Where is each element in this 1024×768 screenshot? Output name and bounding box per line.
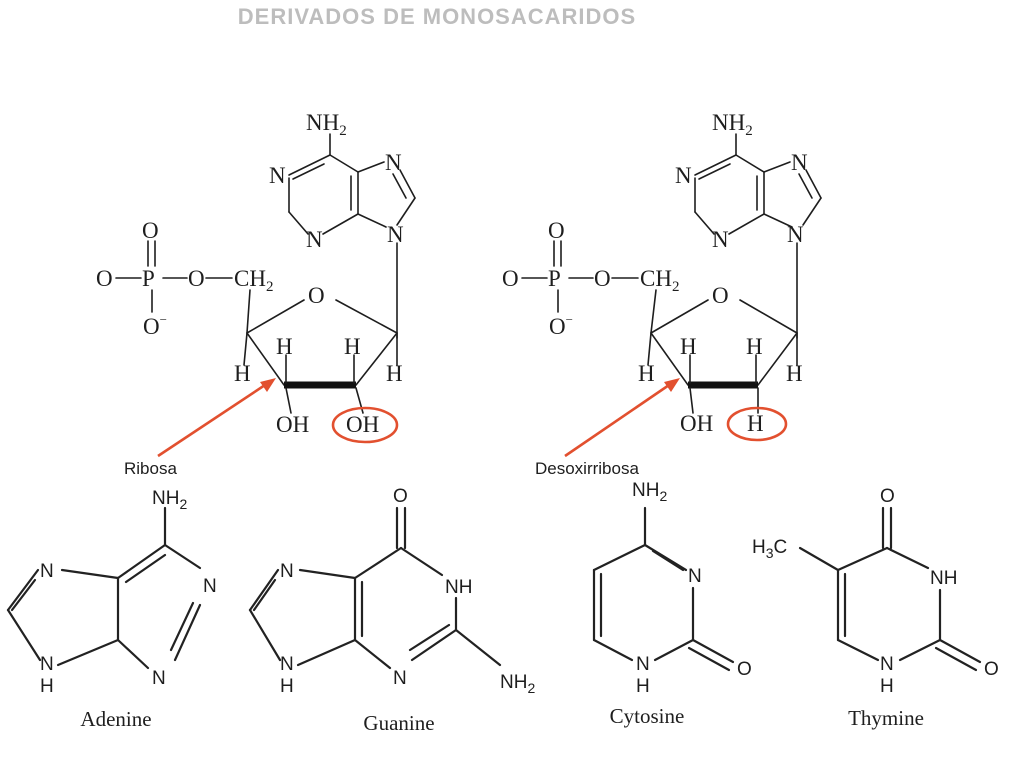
c3-h-label: H: [276, 334, 293, 359]
phosphate-bonds: [115, 240, 233, 313]
phosphate-bonds-2: [521, 240, 639, 313]
n3-label-2: N: [712, 227, 729, 252]
phosphate-anion-label: O−: [143, 312, 167, 339]
ester-oxygen-label: O: [188, 266, 205, 291]
n1-label-2: N: [675, 163, 692, 188]
phosphorus-label: P: [142, 266, 155, 291]
n1-label: N: [269, 163, 286, 188]
amino-group-label-2: NH2: [712, 110, 753, 139]
guanine-n9-h-label: H: [280, 676, 294, 697]
phosphate-oxygen-label: O: [96, 266, 113, 291]
adenine-n9-h-label: H: [40, 676, 54, 697]
adenine-ring-bonds-2: [694, 133, 822, 235]
ring-oxygen-label: O: [308, 283, 325, 308]
thymine-n3h-label: NH: [930, 568, 957, 589]
thymine-o2-label: O: [984, 659, 999, 680]
c2-hydroxyl-label: OH: [346, 412, 379, 437]
c4-h-label: H: [234, 361, 251, 386]
adenine-structure: NH2 N N N N H Adenine: [6, 488, 217, 731]
deoxyribose-label: Desoxirribosa: [535, 459, 639, 478]
n7-label: N: [385, 150, 402, 175]
cytosine-n3-label: N: [688, 566, 702, 587]
n7-label-2: N: [791, 150, 808, 175]
guanine-n7-label: N: [280, 561, 294, 582]
deoxyribose-ring-bonds: [647, 289, 798, 414]
cytosine-n1-label: N: [636, 654, 650, 675]
ring-oxygen-label-2: O: [712, 283, 729, 308]
adenine-n7-label: N: [40, 561, 54, 582]
guanine-name: Guanine: [363, 711, 434, 735]
ribonucleotide-structure: NH2 N N N N O O P O O− CH2 O H H H H OH …: [96, 110, 416, 478]
thymine-structure: O H3C NH N H O Thymine: [752, 486, 999, 730]
adenine-amino-label: NH2: [152, 488, 187, 512]
phosphorus-label-2: P: [548, 266, 561, 291]
ribose-label: Ribosa: [124, 459, 177, 478]
cytosine-structure: NH2 N N H O Cytosine: [592, 480, 752, 728]
c2-highlight-circle-2: [726, 406, 788, 442]
c1-h-label: H: [386, 361, 403, 386]
slide-heading: DERIVADOS DE MONOSACARIDOS: [238, 4, 636, 29]
guanine-structure: O NH N N N H NH2 Guanine: [248, 486, 535, 735]
guanine-oxo-label: O: [393, 486, 408, 507]
c2-highlight-circle: [331, 406, 399, 444]
phosphate-oxygen-label-2: O: [502, 266, 519, 291]
adenine-name: Adenine: [80, 707, 151, 731]
phosphate-anion-label-2: O−: [549, 312, 573, 339]
cytosine-amino-label: NH2: [632, 480, 667, 504]
ribose-ring-bonds: [243, 289, 398, 414]
phosphoryl-oxygen-label: O: [142, 218, 159, 243]
cytosine-oxo-label: O: [737, 659, 752, 680]
thymine-o4-label: O: [880, 486, 895, 507]
ester-oxygen-label-2: O: [594, 266, 611, 291]
phosphoryl-oxygen-label-2: O: [548, 218, 565, 243]
thymine-n1-label: N: [880, 654, 894, 675]
adenine-n9-label: N: [40, 654, 54, 675]
c3-hydroxyl-label-2: OH: [680, 411, 713, 436]
ribonucleotide-atom-labels: NH2 N N N N O O P O O− CH2 O H H H H OH …: [96, 110, 404, 437]
methylene-label: CH2: [234, 266, 273, 295]
deoxyribonucleotide-atom-labels: NH2 N N N N O O P O O− CH2 O H H H H OH …: [502, 110, 808, 436]
adenine-n3-label: N: [152, 668, 166, 689]
n3-label: N: [306, 227, 323, 252]
c2-h-label-2: H: [746, 334, 763, 359]
c2-hydrogen-label: H: [747, 411, 764, 436]
cytosine-n1-h-label: H: [636, 676, 650, 697]
n9-label-2: N: [787, 222, 804, 247]
adenine-ring-bonds: [288, 133, 416, 235]
c3-hydroxyl-label: OH: [276, 412, 309, 437]
amino-group-label: NH2: [306, 110, 347, 139]
guanine-n1h-label: NH: [445, 577, 472, 598]
adenine-n1-label: N: [203, 576, 217, 597]
methylene-label-2: CH2: [640, 266, 679, 295]
deoxyribose-pointer-arrow: [564, 378, 680, 458]
thymine-methyl-label: H3C: [752, 537, 787, 561]
c1-h-label-2: H: [786, 361, 803, 386]
guanine-n9-label: N: [280, 654, 294, 675]
deoxyribonucleotide-structure: NH2 N N N N O O P O O− CH2 O H H H H OH …: [502, 110, 822, 478]
ribose-pointer-arrow: [157, 378, 276, 458]
thymine-n1-h-label: H: [880, 676, 894, 697]
guanine-n3-label: N: [393, 668, 407, 689]
cytosine-name: Cytosine: [610, 704, 685, 728]
c2-h-label: H: [344, 334, 361, 359]
n9-label: N: [387, 222, 404, 247]
thymine-name: Thymine: [848, 706, 924, 730]
guanine-amino-label: NH2: [500, 672, 535, 696]
c3-h-label-2: H: [680, 334, 697, 359]
c4-h-label-2: H: [638, 361, 655, 386]
